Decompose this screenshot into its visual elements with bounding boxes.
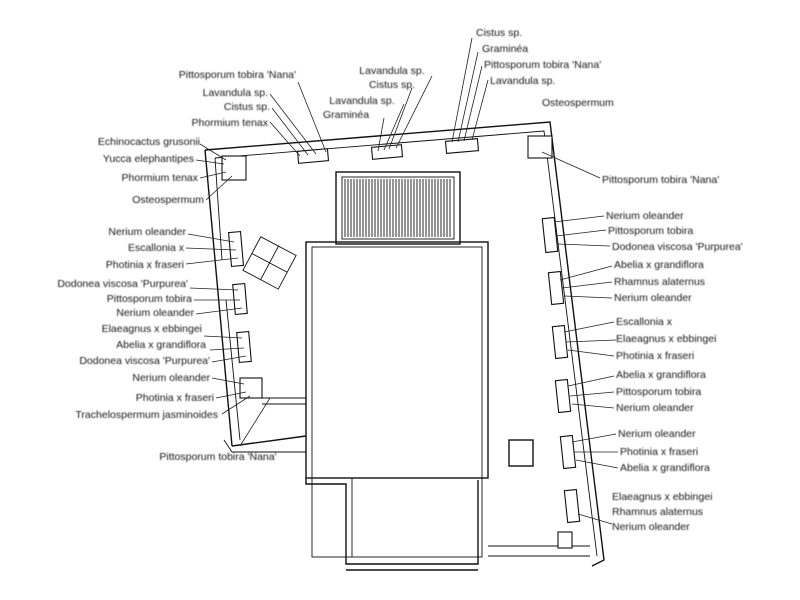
label-top-left-2: Lavandula sp. (203, 87, 268, 99)
label-top-mid-1: Lavandula sp. (359, 65, 424, 77)
label-left-3-1: Elaeagnus x ebbingei (102, 323, 202, 335)
planter-right-6 (563, 488, 581, 524)
label-right-corner: Pittosporum tobira 'Nana' (602, 174, 719, 186)
label-left-4-2: Photinia x fraseri (136, 392, 214, 404)
label-top-right-2: Graminéa (482, 43, 528, 55)
plant-labels: Pittosporum tobira 'Nana' Lavandula sp. … (57, 27, 742, 533)
label-right-6-3: Nerium oleander (612, 521, 690, 533)
label-right-2-1: Abelia x grandiflora (614, 259, 704, 271)
label-left-corner-2: Yucca elephantipes (103, 153, 194, 165)
label-right-3-1: Escallonia x (616, 316, 673, 328)
label-right-1-3: Dodonea viscosa 'Purpurea' (612, 241, 743, 253)
planter-top-mid (370, 144, 404, 160)
label-right-4-1: Abelia x grandiflora (616, 369, 706, 381)
label-right-6-1: Elaeagnus x ebbingei (612, 491, 712, 503)
label-right-6-2: Rhamnus alaternus (612, 506, 703, 518)
planter-left-2 (232, 282, 248, 316)
planter-right-2 (547, 270, 565, 306)
building-block (305, 241, 590, 571)
label-left-2-1: Dodonea viscosa 'Purpurea' (57, 278, 188, 290)
planter-bottom-right (557, 531, 573, 549)
label-left-2-2: Pittosporum tobira (107, 293, 192, 305)
label-left-2-3: Nerium oleander (116, 307, 194, 319)
label-left-1-2: Escallonia x (128, 242, 185, 254)
label-top-mid-4: Graminéa (323, 109, 369, 121)
planter-right-5 (559, 434, 577, 470)
label-right-2-2: Rhamnus alaternus (614, 276, 705, 288)
label-top-right-1: Cistus sp. (476, 27, 522, 39)
label-right-5-1: Nerium oleander (618, 428, 696, 440)
label-left-4-1: Nerium oleander (132, 372, 210, 384)
label-right-3-2: Elaeagnus x ebbingei (616, 333, 716, 345)
stair-grille (335, 171, 461, 245)
planter-top-right (444, 138, 480, 154)
planter-right-3 (551, 324, 569, 360)
planter-right-1 (541, 216, 559, 254)
label-right-2-3: Nerium oleander (614, 292, 692, 304)
planter-top-left (296, 148, 330, 164)
label-right-3-3: Photinia x fraseri (616, 350, 694, 362)
label-left-3-2: Abelia x grandiflora (116, 339, 206, 351)
planter-left-4 (239, 377, 263, 399)
label-left-corner-3: Phormium tenax (122, 172, 199, 184)
leader-lines (185, 37, 619, 525)
lounge-chairs (242, 236, 297, 290)
label-left-1-1: Nerium oleander (108, 226, 186, 238)
label-left-corner-1: Echinocactus grusonii (98, 136, 200, 148)
planter-corner-right (527, 135, 553, 159)
label-top-right-4: Lavandula sp. (490, 75, 555, 87)
label-osteospermum-top: Osteospermum (542, 97, 614, 109)
label-right-4-2: Pittosporum tobira (616, 386, 701, 398)
planter-left-3 (236, 330, 252, 364)
label-right-5-2: Photinia x fraseri (620, 446, 698, 458)
label-left-3-3: Dodonea viscosa 'Purpurea' (79, 355, 210, 367)
label-top-mid-2: Cistus sp. (369, 79, 415, 91)
label-top-left-3: Cistus sp. (224, 101, 270, 113)
label-right-1-2: Pittosporum tobira (608, 225, 693, 237)
label-bottom-left: Pittosporum tobira 'Nana' (159, 451, 276, 463)
label-top-mid-3: Lavandula sp. (329, 95, 394, 107)
label-right-4-3: Nerium oleander (616, 402, 694, 414)
label-left-corner-4: Osteospermum (132, 194, 204, 206)
label-left-4-3: Trachelospermum jasminoides (75, 409, 218, 421)
label-left-1-3: Photinia x fraseri (106, 259, 184, 271)
label-top-left-1: Pittosporum tobira 'Nana' (179, 69, 296, 81)
planters (221, 135, 581, 549)
terrace-outline (204, 121, 605, 567)
planter-left-1 (227, 230, 245, 268)
small-table (508, 439, 534, 467)
label-top-right-3: Pittosporum tobira 'Nana' (484, 59, 601, 71)
label-right-1-1: Nerium oleander (606, 210, 684, 222)
label-right-5-3: Abelia x grandiflora (620, 462, 710, 474)
planter-right-4 (554, 378, 572, 414)
label-top-left-4: Phormium tenax (192, 117, 269, 129)
